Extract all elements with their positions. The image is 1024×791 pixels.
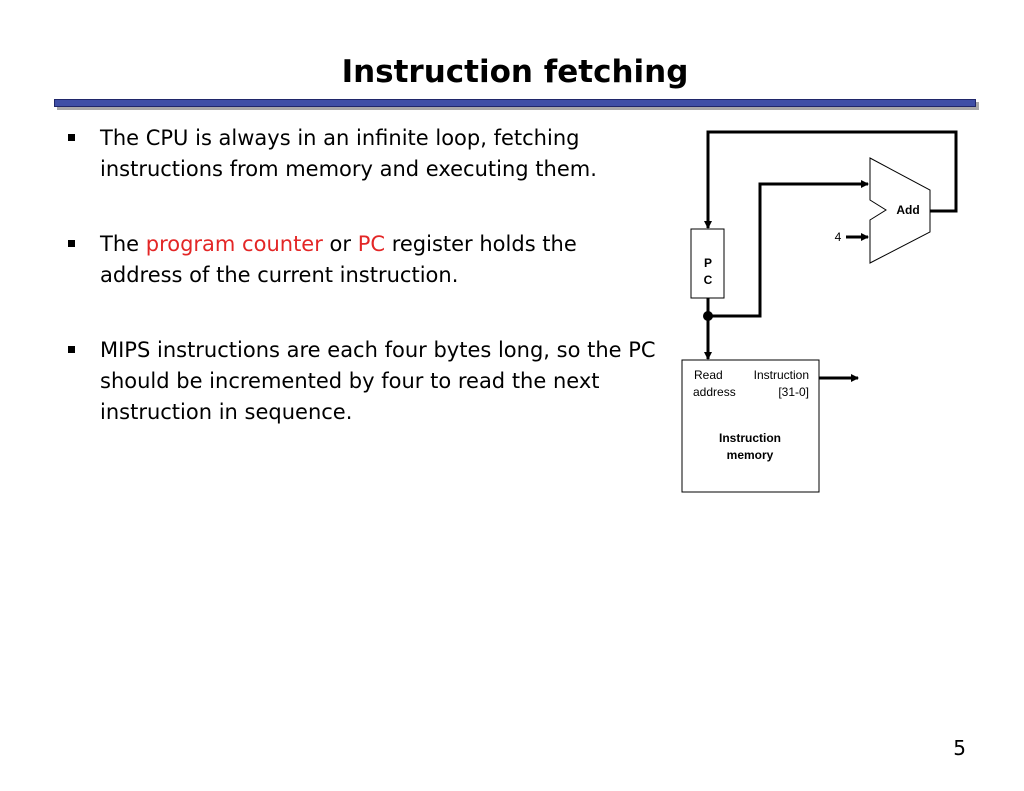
title-divider: [54, 99, 976, 107]
slide-title: Instruction fetching: [341, 54, 689, 90]
bullet-list: The CPU is always in an infinite loop, f…: [66, 123, 656, 472]
bullet-text: MIPS instructions are each four bytes lo…: [100, 338, 656, 424]
pc-register: [690, 228, 725, 299]
pc-label-p: P: [704, 256, 712, 270]
memory-port-address-label: address: [693, 385, 736, 399]
adder-label: Add: [896, 203, 919, 217]
bullet-item: The program counter or PC register holds…: [66, 229, 656, 291]
adder-unit: [869, 157, 931, 264]
bullet-item: The CPU is always in an infinite loop, f…: [66, 123, 656, 185]
memory-port-bits-label: [31-0]: [778, 385, 809, 399]
memory-title-line1: Instruction: [719, 431, 781, 445]
pc-label-c: C: [704, 273, 713, 287]
highlight-pc: PC: [357, 232, 386, 256]
memory-port-instruction-label: Instruction: [754, 368, 809, 382]
bullet-item: MIPS instructions are each four bytes lo…: [66, 335, 656, 428]
constant-four-label: 4: [835, 230, 842, 244]
bullet-square-icon: [68, 240, 75, 247]
bullet-text-post: register holds the address of the curren…: [100, 232, 577, 287]
bullet-square-icon: [68, 346, 75, 353]
instruction-memory: [681, 359, 820, 493]
memory-port-read-label: Read: [694, 368, 723, 382]
pc-to-adder-wire: [708, 180, 869, 318]
memory-title-line2: memory: [727, 448, 774, 462]
highlight-program-counter: program counter: [145, 232, 323, 256]
page-number: 5: [953, 736, 966, 760]
bullet-text-mid: or: [322, 232, 358, 256]
adder-to-pc-wire: [704, 130, 958, 229]
bullet-text: The CPU is always in an infinite loop, f…: [100, 126, 597, 181]
bullet-square-icon: [68, 134, 75, 141]
bullet-text-pre: The: [100, 232, 146, 256]
